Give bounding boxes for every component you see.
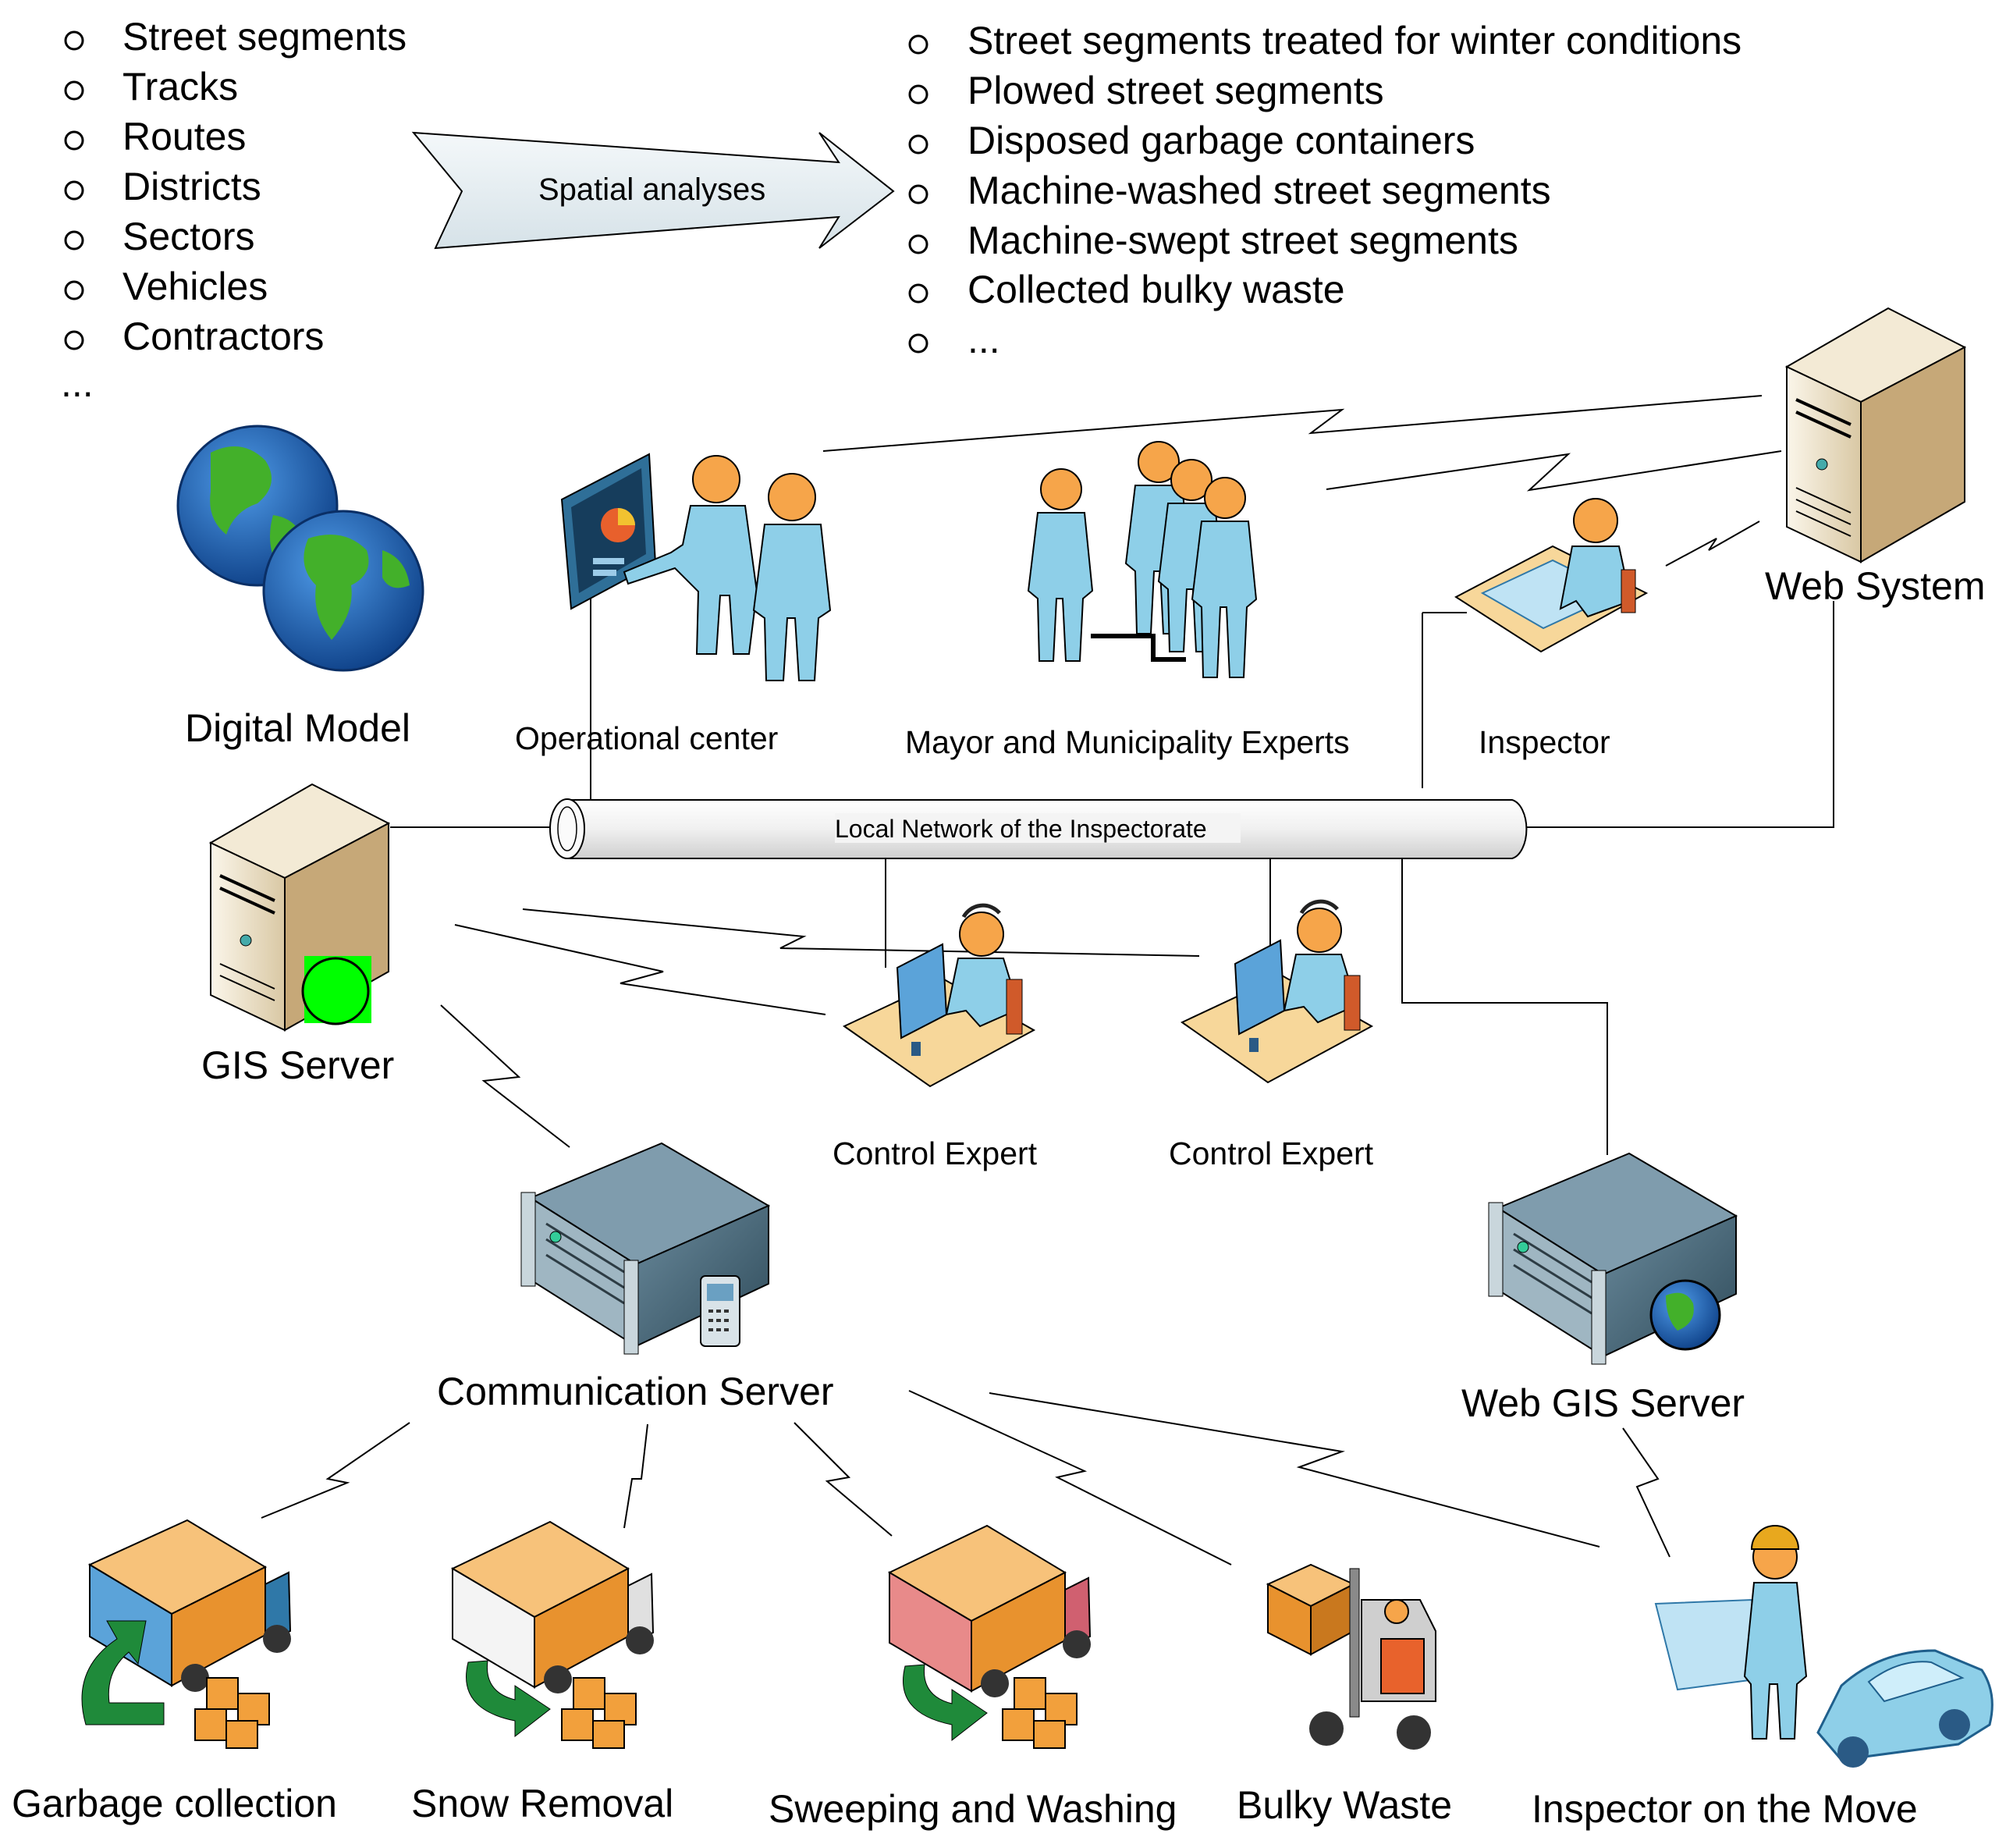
status-green-icon: [301, 957, 370, 1025]
operator-desk-icon: [843, 903, 1036, 1088]
digital-model-node: Digital Model: [176, 425, 424, 750]
rack-server-icon: [520, 1142, 771, 1355]
delivery-truck-icon: [887, 1524, 1092, 1697]
wireless-comm-sweeping: [794, 1422, 893, 1537]
snow-removal-label: Snow Removal: [411, 1782, 673, 1825]
wireless-comm-inspector-move: [989, 1392, 1600, 1548]
inspector-label: Inspector: [1479, 724, 1610, 760]
garbage-collection-label: Garbage collection: [12, 1782, 337, 1825]
output-item-winter: Street segments treated for winter condi…: [967, 19, 1741, 62]
wireless-gis-control1: [454, 924, 826, 1015]
boxes-stack-icon: [1002, 1677, 1078, 1749]
globe-icon: [1649, 1279, 1721, 1351]
spatial-analyses-label: Spatial analyses: [538, 172, 765, 207]
delivery-truck-icon: [450, 1520, 655, 1693]
web-system-label: Web System: [1765, 564, 1986, 608]
sweeping-washing-node: Sweeping and Washing: [769, 1524, 1177, 1831]
mayor-experts-label: Mayor and Municipality Experts: [905, 724, 1350, 760]
output-item-swept: Machine-swept street segments: [967, 219, 1518, 262]
org-chart-lines: [1091, 634, 1186, 662]
communication-server-label: Communication Server: [437, 1370, 834, 1413]
local-network-label: Local Network of the Inspectorate: [835, 815, 1207, 843]
presentation-board-icon: [560, 453, 657, 610]
control-expert-2-label: Control Expert: [1169, 1135, 1374, 1171]
globe-icon: [262, 510, 424, 672]
inspector-with-map-icon: [1654, 1525, 1808, 1740]
gis-server-label: GIS Server: [201, 1043, 394, 1087]
web-gis-server-label: Web GIS Server: [1461, 1381, 1745, 1425]
inspector-desk-icon: [1454, 498, 1649, 653]
car-icon: [1816, 1649, 1994, 1768]
wireless-comm-bulky: [908, 1390, 1232, 1565]
green-curved-arrow-icon: [466, 1660, 551, 1738]
control-expert-1-node: Control Expert: [833, 903, 1038, 1171]
communication-server-node: Communication Server: [437, 1142, 834, 1413]
wireless-inspector-websystem: [1665, 521, 1760, 567]
person-presenter-icon: [623, 455, 758, 655]
rack-server-icon: [1488, 1152, 1738, 1365]
forklift-icon: [1266, 1563, 1436, 1750]
wireless-gis-control2: [522, 908, 1200, 957]
wireless-comm-garbage: [261, 1422, 410, 1519]
person-icon: [1191, 477, 1258, 678]
green-curved-arrow-icon: [81, 1620, 165, 1725]
local-network-pipe: Local Network of the Inspectorate: [549, 798, 1528, 859]
output-item-bulky: Collected bulky waste: [967, 268, 1345, 311]
delivery-truck-icon: [87, 1519, 292, 1692]
inspector-node: Inspector: [1454, 498, 1649, 760]
wired-connections: [390, 597, 1834, 1155]
inspector-move-label: Inspector on the Move: [1532, 1787, 1918, 1831]
input-item-routes: Routes: [122, 115, 246, 158]
mayor-experts-node: Mayor and Municipality Experts: [905, 441, 1350, 760]
output-item-plowed: Plowed street segments: [967, 69, 1384, 112]
web-gis-server-node: Web GIS Server: [1461, 1152, 1745, 1425]
bulky-waste-node: Bulky Waste: [1237, 1563, 1452, 1827]
control-expert-2-node: Control Expert: [1169, 899, 1374, 1171]
input-bullet-circles: [64, 30, 84, 350]
input-item-vehicles: Vehicles: [122, 265, 268, 308]
mobile-phone-icon: [700, 1275, 740, 1347]
output-item-washed: Machine-washed street segments: [967, 169, 1551, 212]
spatial-analyses-arrow: Spatial analyses: [411, 131, 895, 250]
wireless-webgis-inspector-move: [1622, 1427, 1670, 1558]
server-tower-icon: [1784, 307, 1967, 563]
inspector-move-node: Inspector on the Move: [1532, 1525, 1994, 1831]
sweeping-washing-label: Sweeping and Washing: [769, 1787, 1177, 1831]
wireless-comm-snow: [623, 1423, 648, 1529]
operational-center-node: Operational center: [515, 453, 832, 756]
operational-center-label: Operational center: [515, 720, 778, 756]
output-item-more: ...: [967, 318, 1000, 361]
control-expert-1-label: Control Expert: [833, 1135, 1038, 1171]
output-bullet-circles: [908, 34, 928, 354]
input-item-street-segments: Street segments: [122, 15, 407, 59]
wireless-mayor-websystem: [1326, 450, 1782, 492]
person-icon: [752, 473, 832, 681]
input-item-tracks: Tracks: [122, 65, 238, 108]
bulky-waste-label: Bulky Waste: [1237, 1783, 1452, 1827]
operator-desk-icon: [1181, 899, 1374, 1084]
garbage-collection-node: Garbage collection: [12, 1519, 337, 1825]
wireless-gis-commserver: [440, 1004, 570, 1148]
wireless-opcenter-websystem: [822, 395, 1763, 452]
output-item-garbage: Disposed garbage containers: [967, 119, 1475, 162]
input-item-districts: Districts: [122, 165, 261, 208]
digital-model-label: Digital Model: [185, 706, 410, 750]
web-system-node: Web System: [1765, 307, 1986, 608]
input-item-contractors: Contractors: [122, 315, 324, 358]
snow-removal-node: Snow Removal: [411, 1520, 673, 1825]
input-item-sectors: Sectors: [122, 215, 255, 258]
input-list: Street segments Tracks Routes Districts …: [61, 15, 407, 405]
output-list: Street segments treated for winter condi…: [908, 19, 1741, 361]
gis-server-node: GIS Server: [201, 783, 394, 1087]
green-curved-arrow-icon: [903, 1664, 988, 1742]
wireless-links: [261, 395, 1782, 1565]
input-item-more: ...: [61, 361, 94, 405]
person-icon: [1027, 468, 1094, 662]
boxes-stack-icon: [194, 1677, 270, 1749]
boxes-stack-icon: [561, 1677, 637, 1749]
